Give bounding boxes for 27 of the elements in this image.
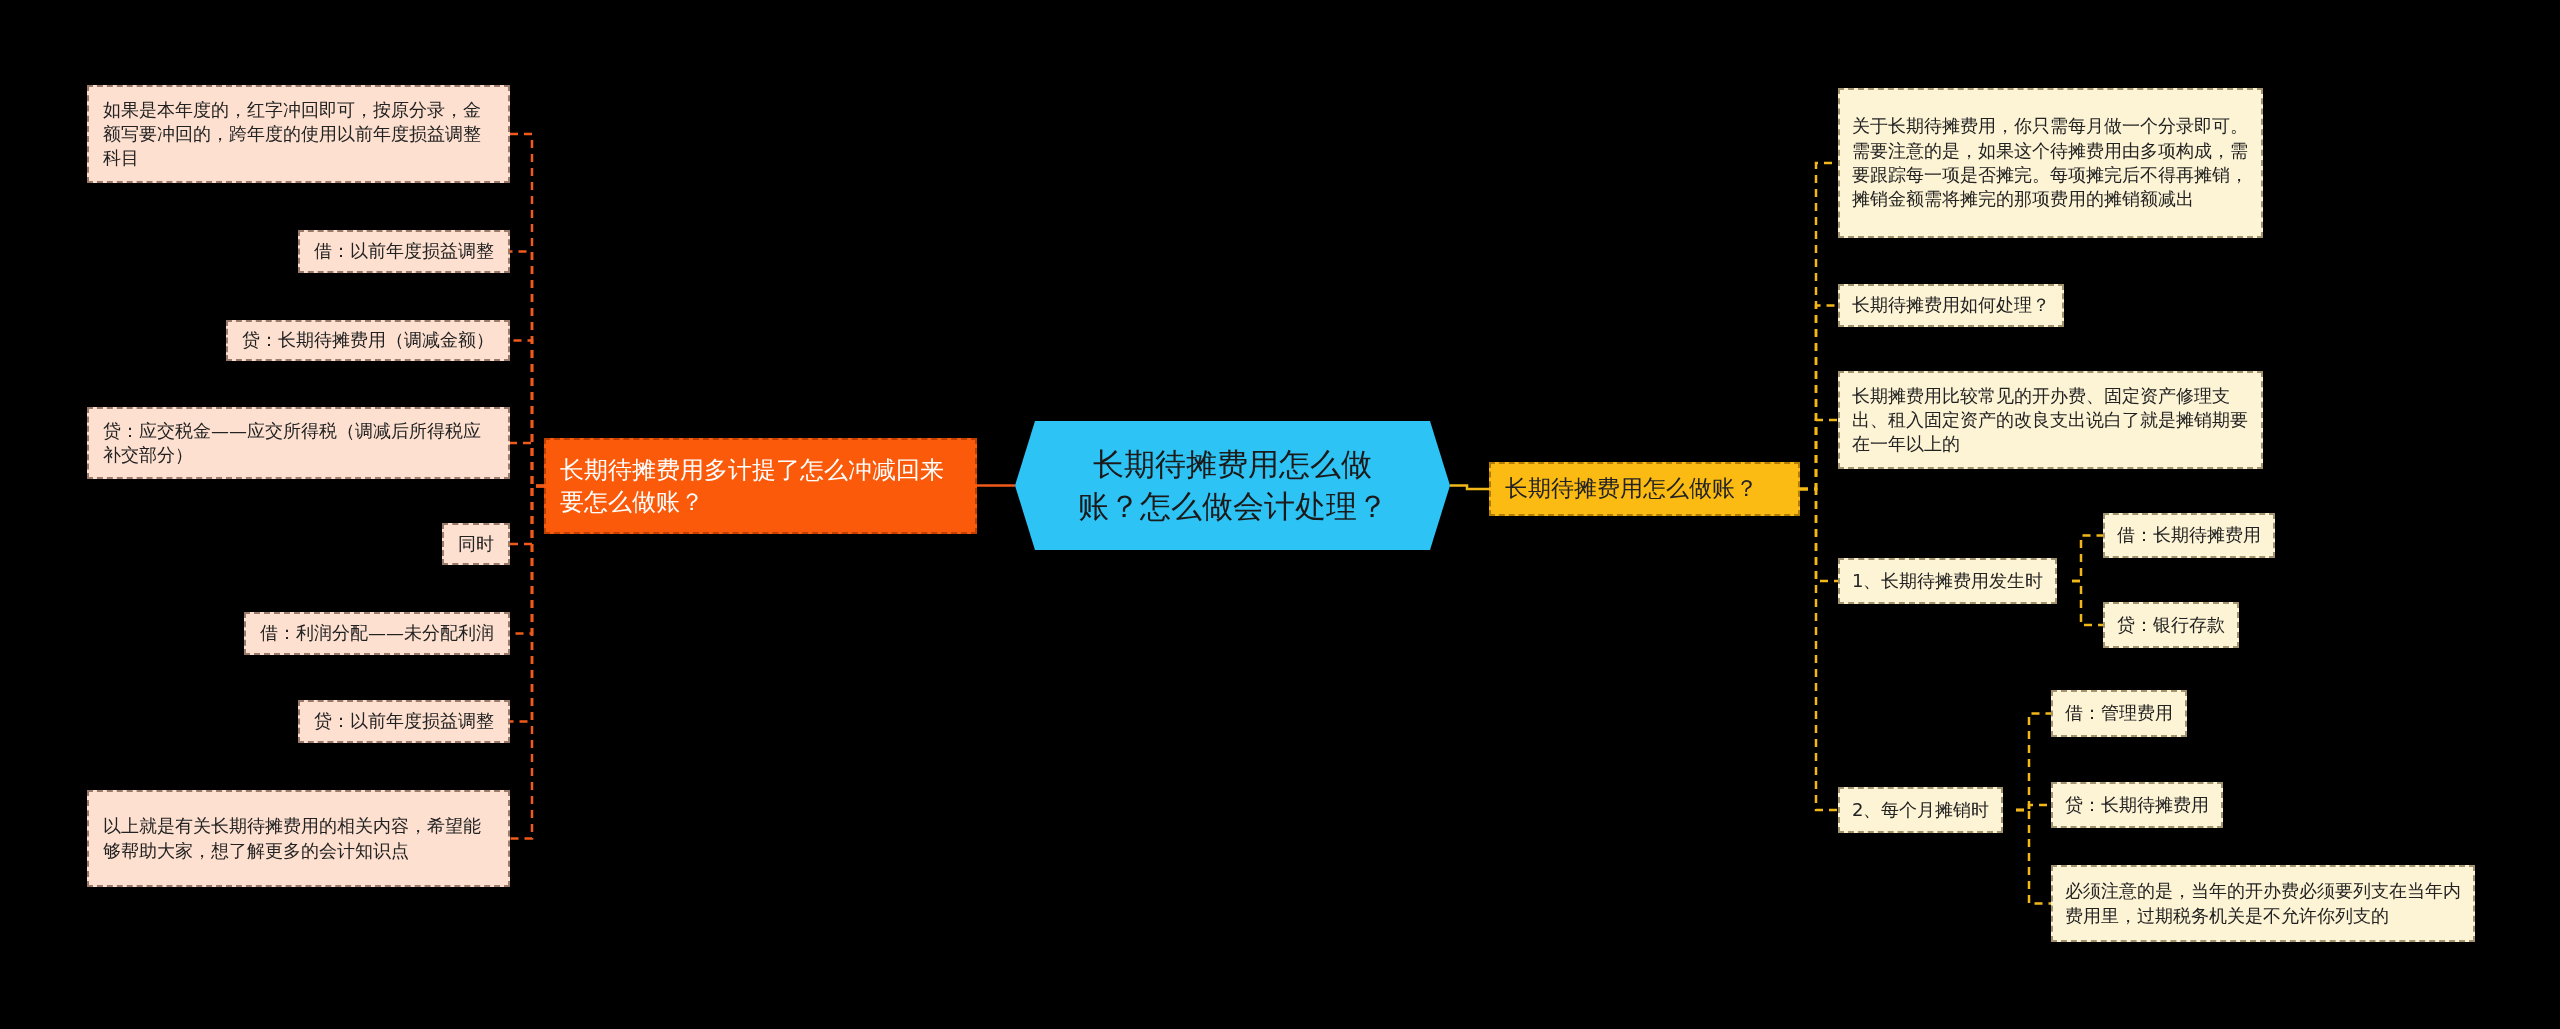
note-box: 借：利润分配——未分配利润 [244,612,510,655]
note-box: 贷：以前年度损益调整 [298,700,510,743]
note-box: 以上就是有关长期待摊费用的相关内容，希望能够帮助大家，想了解更多的会计知识点 [87,790,510,887]
branch-box: 长期待摊费用多计提了怎么冲减回来要怎么做账？ [544,438,977,534]
note-box: 如果是本年度的，红字冲回即可，按原分录，金额写要冲回的，跨年度的使用以前年度损益调整科目 [87,85,510,183]
note-box: 贷：银行存款 [2103,602,2239,648]
connector-line [2072,579,2103,627]
note-box: 贷：应交税金——应交所得税（调减后所得税应补交部分） [87,407,510,479]
connector-line [1800,487,1838,812]
branch-box: 长期待摊费用怎么做账？ [1489,462,1800,516]
note-box: 关于长期待摊费用，你只需每月做一个分录即可。需要注意的是，如果这个待摊费用由多项构成，需要跟踪每一项是否摊完。每项摊完后不得再摊销，摊销金额需将摊完的那项费用的摊销额减出 [1838,88,2263,238]
note-box: 必须注意的是，当年的开办费必须要列支在当年内费用里，过期税务机关是不允许你列支的 [2051,865,2475,942]
note-box: 借：长期待摊费用 [2103,513,2275,558]
connector-line [510,484,544,840]
note-box: 2、每个月摊销时 [1838,787,2004,833]
connector-line [977,484,1015,487]
note-box: 长期摊费用比较常见的开办费、固定资产修理支出、租入固定资产的改良支出说白了就是摊销期要在一年以上的 [1838,371,2263,469]
note-box: 1、长期待摊费用发生时 [1838,558,2058,604]
topic-hexagon: 长期待摊费用怎么做账？怎么做会计处理？ [1015,421,1450,550]
note-box: 同时 [442,523,510,565]
connector-line [1450,484,1489,491]
connector-line [2016,808,2051,905]
note-box: 借：管理费用 [2051,690,2187,737]
note-box: 贷：长期待摊费用（调减金额） [226,320,510,361]
note-box: 贷：长期待摊费用 [2051,782,2223,828]
note-box: 长期待摊费用如何处理？ [1838,284,2064,327]
note-box: 借：以前年度损益调整 [298,230,510,273]
